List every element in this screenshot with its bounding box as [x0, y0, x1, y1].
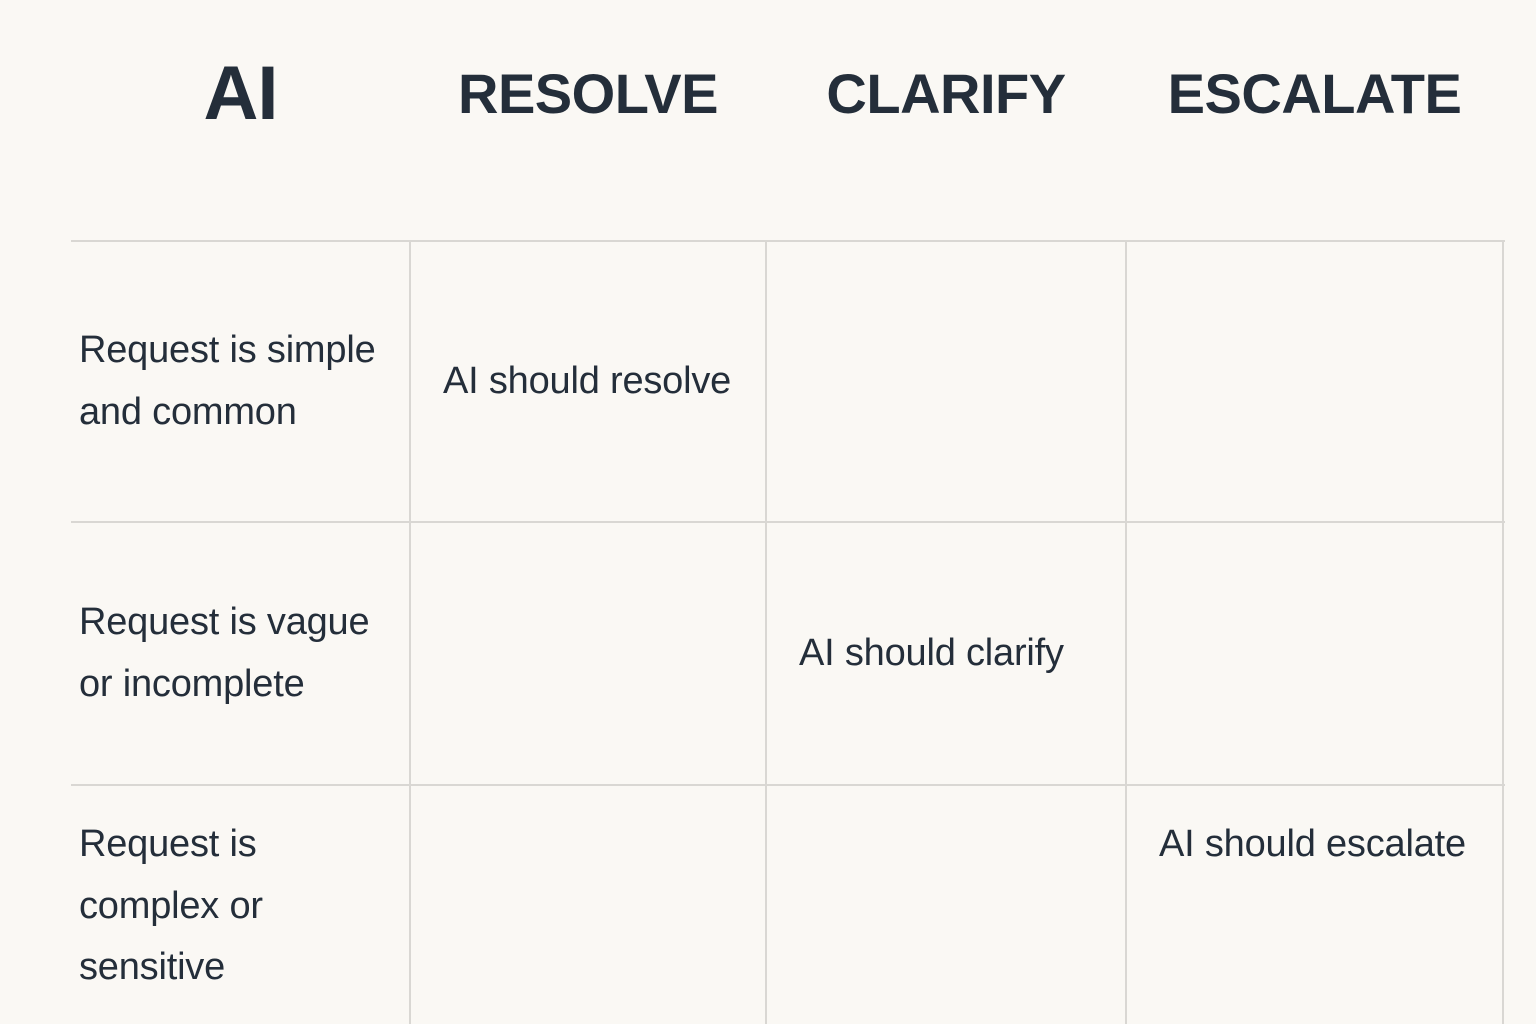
table-row: Request is vague or incomplete AI should…: [0, 523, 1536, 784]
cell-vague-resolve: [411, 523, 765, 784]
grid-line-horizontal-1: [71, 521, 1505, 523]
column-header-clarify: CLARIFY: [826, 62, 1066, 125]
grid-line-horizontal-top: [71, 240, 1505, 242]
grid-line-vertical-0: [409, 240, 411, 1024]
column-header-escalate: ESCALATE: [1167, 62, 1462, 125]
cell-complex-resolve: [411, 786, 765, 1024]
cell-simple-resolve: AI should resolve: [443, 359, 732, 402]
row-label-simple-common: Request is simple and common: [79, 328, 376, 433]
cell-complex-clarify: [767, 786, 1125, 1024]
cell-complex-escalate: AI should escalate: [1159, 823, 1466, 865]
table-row: Request is simple and common AI should r…: [0, 242, 1536, 521]
cell-simple-clarify: [767, 242, 1125, 521]
grid-line-horizontal-2: [71, 784, 1505, 786]
column-header-resolve: RESOLVE: [458, 62, 718, 125]
cell-vague-escalate: [1127, 523, 1502, 784]
row-label-complex-sensitive: Request is complex or sensitive: [79, 823, 263, 989]
matrix-title: AI: [203, 51, 279, 136]
row-label-vague-incomplete: Request is vague or incomplete: [79, 600, 370, 705]
grid-line-vertical-3: [1502, 240, 1504, 1024]
grid-line-vertical-2: [1125, 240, 1127, 1024]
matrix-header-row: AI RESOLVE CLARIFY ESCALATE: [0, 0, 1536, 240]
table-row: Request is complex or sensitive AI shoul…: [0, 786, 1536, 1024]
cell-vague-clarify: AI should clarify: [799, 631, 1064, 674]
grid-line-vertical-1: [765, 240, 767, 1024]
cell-simple-escalate: [1127, 242, 1502, 521]
